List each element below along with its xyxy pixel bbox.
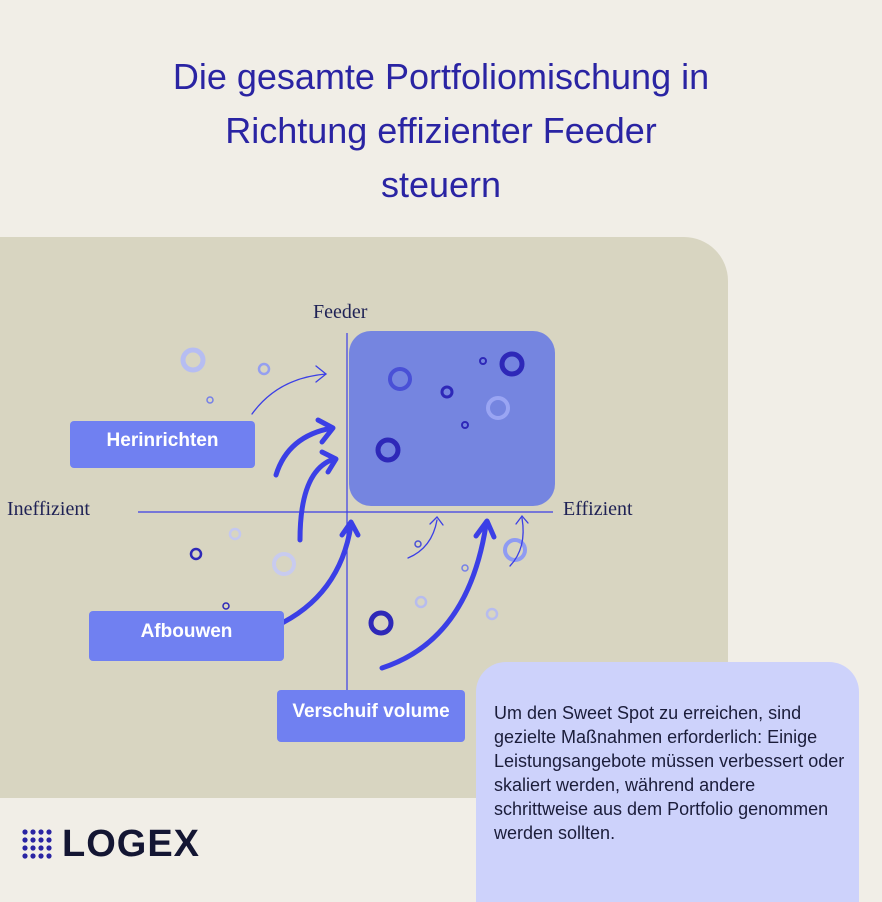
info-note-box bbox=[476, 662, 859, 902]
axis-label-effizient: Effizient bbox=[563, 498, 633, 520]
info-note-text: Um den Sweet Spot zu erreichen, sind gez… bbox=[494, 703, 845, 843]
title-line-2: Richtung effizienter Feeder bbox=[225, 110, 657, 151]
thin-arrows bbox=[251, 365, 529, 567]
portfolio-diagram bbox=[138, 331, 555, 690]
tag-afbouwen: Afbouwen bbox=[89, 611, 284, 661]
logo-wordmark: LOGEX bbox=[62, 823, 201, 865]
logo-dots-icon bbox=[22, 829, 52, 859]
tag-herinrichten: Herinrichten bbox=[70, 421, 255, 468]
thick-arrows bbox=[273, 417, 497, 671]
page-title: Die gesamte Portfoliomischung in Richtun… bbox=[0, 50, 882, 212]
axis-label-ineffizient: Ineffizient bbox=[7, 498, 90, 520]
tag-verschuif-volume: Verschuif volume bbox=[277, 690, 465, 742]
axis-label-feeder: Feeder bbox=[313, 301, 368, 323]
sweet-spot-box bbox=[349, 331, 555, 506]
title-line-3: steuern bbox=[380, 164, 502, 205]
sweet-spot-circles bbox=[375, 351, 525, 463]
logex-logo: LOGEX bbox=[22, 824, 200, 864]
title-line-1: Die gesamte Portfoliomischung in bbox=[172, 56, 710, 97]
